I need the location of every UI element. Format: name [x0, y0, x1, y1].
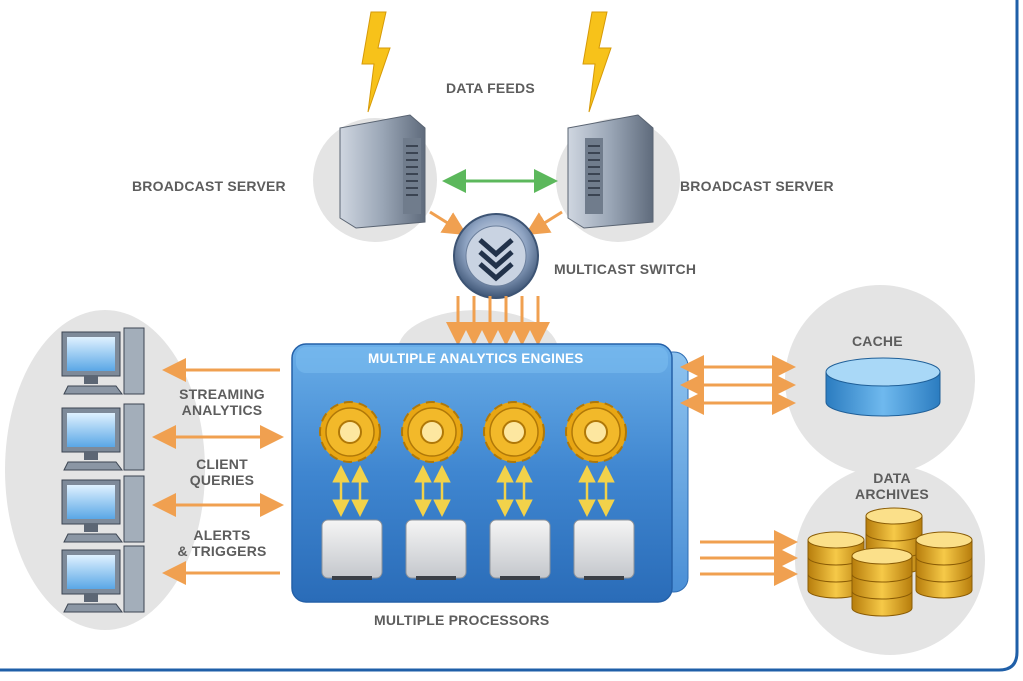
- processor-chip-icon: [321, 519, 383, 580]
- processor-chip-icon: [573, 519, 635, 580]
- server-tower-icon: [339, 114, 426, 229]
- data-archives-line2: ARCHIVES: [855, 486, 929, 502]
- data-archives-label: DATA ARCHIVES: [832, 470, 952, 502]
- desktop-computer-icon: [61, 327, 145, 395]
- lightning-bolt-icon: [361, 11, 391, 113]
- alerts-triggers-line1: ALERTS: [193, 527, 251, 543]
- streaming-analytics-label: STREAMING ANALYTICS: [158, 386, 286, 418]
- multicast-switch-icon: [453, 213, 539, 299]
- server-to-switch-arrow: [524, 210, 563, 236]
- broadcast-server-right-label: BROADCAST SERVER: [680, 178, 834, 194]
- client-queries-line2: QUERIES: [189, 472, 255, 488]
- multicast-switch-label: MULTICAST SWITCH: [554, 261, 697, 277]
- analytics-engines-label: MULTIPLE ANALYTICS ENGINES: [368, 351, 584, 366]
- cache-cylinder-icon: [825, 357, 941, 417]
- gear-icon: [319, 401, 381, 463]
- gear-icon: [401, 401, 463, 463]
- data-archives-line1: DATA: [873, 470, 911, 486]
- streaming-analytics-line2: ANALYTICS: [181, 402, 263, 418]
- gear-icon: [565, 401, 627, 463]
- desktop-computer-icon: [61, 545, 145, 613]
- server-to-switch-arrow: [429, 210, 468, 236]
- data-feeds-label: DATA FEEDS: [446, 80, 535, 96]
- switch-to-engines-arrows: [446, 296, 550, 346]
- gear-icon: [483, 401, 545, 463]
- alerts-triggers-label: ALERTS & TRIGGERS: [158, 527, 286, 559]
- alerts-triggers-line2: & TRIGGERS: [177, 543, 267, 559]
- archive-arrows: [700, 530, 798, 586]
- lightning-bolt-icon: [582, 11, 612, 113]
- client-queries-line1: CLIENT: [196, 456, 248, 472]
- desktop-computer-icon: [61, 475, 145, 543]
- gear-processor-arrows: [332, 465, 615, 517]
- database-stack-icon: [807, 507, 973, 617]
- processor-chip-icon: [405, 519, 467, 580]
- desktop-computer-icon: [61, 403, 145, 471]
- server-tower-icon: [567, 114, 654, 229]
- processor-chip-icon: [489, 519, 551, 580]
- streaming-analytics-line1: STREAMING: [179, 386, 265, 402]
- cache-label: CACHE: [852, 333, 903, 349]
- multiple-processors-label: MULTIPLE PROCESSORS: [374, 612, 550, 628]
- client-queries-label: CLIENT QUERIES: [158, 456, 286, 488]
- cache-arrows: [680, 355, 796, 415]
- broadcast-server-left-label: BROADCAST SERVER: [132, 178, 286, 194]
